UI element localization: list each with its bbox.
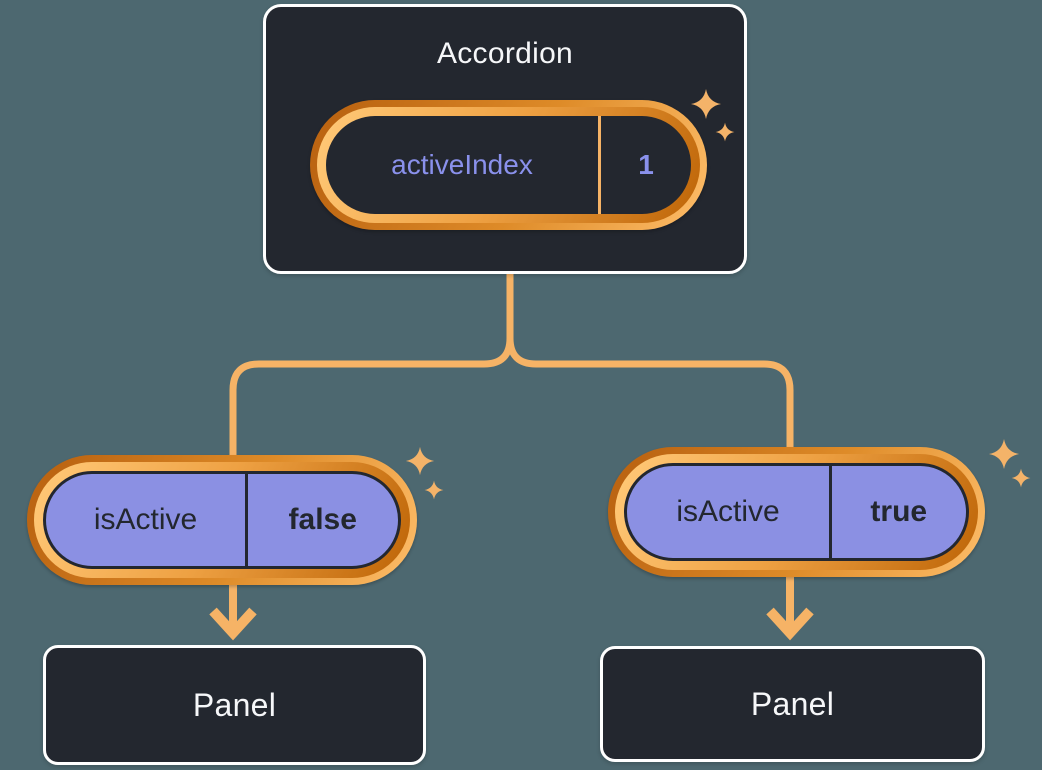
- panel-label: Panel: [750, 685, 835, 722]
- pill-divider: [829, 466, 832, 558]
- prop-value: false: [288, 503, 357, 536]
- prop-pill-left: isActive false: [27, 455, 417, 585]
- sparkle-icon: [424, 480, 444, 500]
- branch-line-right: [506, 272, 794, 628]
- pill-divider: [598, 116, 601, 214]
- arrow-down-icon: [766, 607, 814, 641]
- accordion-title: Accordion: [436, 37, 574, 70]
- panel-box-left: Panel: [43, 645, 426, 765]
- prop-pill-ring: isActive true: [615, 454, 978, 570]
- state-value: 1: [638, 149, 654, 180]
- sparkle-icon: [715, 122, 735, 142]
- prop-value: true: [870, 495, 928, 528]
- prop-name-label: isActive: [93, 503, 198, 536]
- pill-divider: [245, 474, 248, 566]
- sparkle-icon: [1011, 468, 1031, 488]
- state-pill-core: activeIndex 1: [326, 116, 691, 214]
- prop-pill-right: isActive true: [608, 447, 985, 577]
- panel-label: Panel: [192, 686, 277, 723]
- state-pill-ring: activeIndex 1: [317, 107, 700, 223]
- prop-name-label: isActive: [676, 495, 780, 528]
- sparkle-icon: [988, 438, 1020, 470]
- sparkle-icon: [405, 446, 435, 476]
- prop-pill-core: isActive true: [624, 463, 969, 561]
- panel-box-right: Panel: [600, 646, 985, 762]
- prop-pill-ring: isActive false: [34, 462, 410, 578]
- state-name-label: activeIndex: [391, 149, 533, 180]
- prop-pill-core: isActive false: [43, 471, 401, 569]
- sparkle-icon: [690, 88, 722, 120]
- state-pill: activeIndex 1: [310, 100, 707, 230]
- arrow-down-icon: [209, 607, 257, 641]
